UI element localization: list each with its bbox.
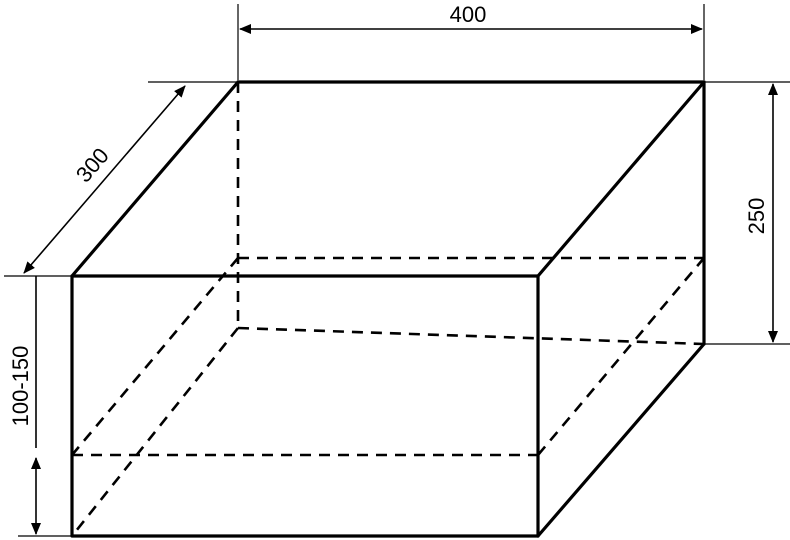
dimension-line-depth [23,85,186,274]
depth-label: 300 [71,143,114,187]
hidden-level-left [71,257,239,456]
extension-lines [4,4,790,537]
hidden-edges [70,82,705,537]
hidden-edge-bottom-left [70,327,240,537]
width-label: 400 [450,2,487,27]
top-left-edge [70,80,240,278]
bottom-right-edge [536,342,706,538]
hidden-level-right [537,257,705,456]
visible-edges [70,80,706,538]
height-label: 250 [744,198,769,235]
top-right-edge [536,80,706,278]
offset-label: 100-150 [8,346,33,427]
hidden-edge-bottom-back [237,326,705,346]
dimension-labels: 400 300 250 100-150 [8,2,769,426]
dimension-lines [23,24,778,535]
front-face [70,274,540,538]
